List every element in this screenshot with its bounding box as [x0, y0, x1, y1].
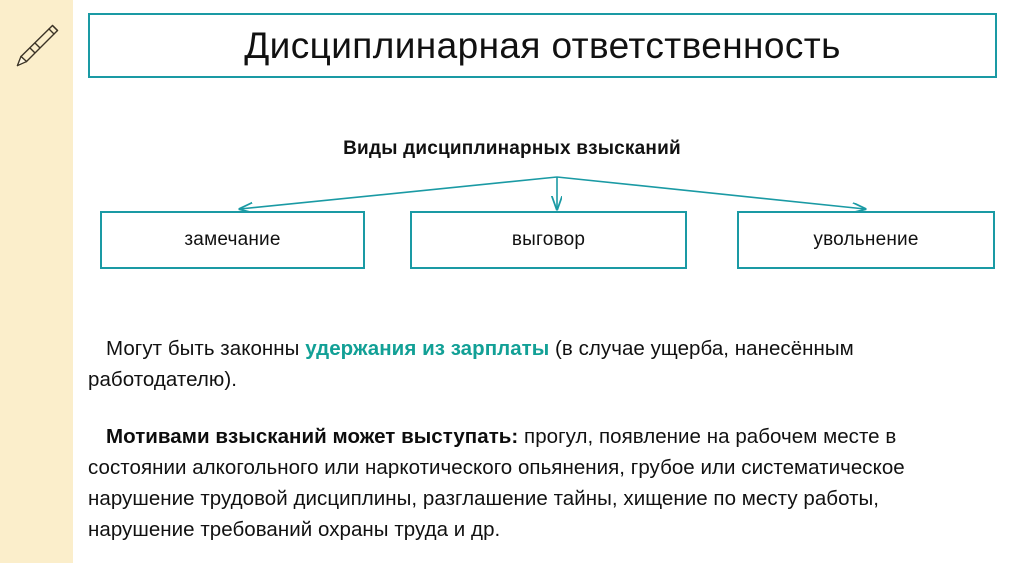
diagram-node-label: выговор: [511, 229, 586, 250]
diagram-node-vygovor[interactable]: выговор: [410, 211, 687, 269]
paragraph-1-tail: (в случае ущерба, нанесённым работодател…: [88, 336, 854, 391]
diagram-node-label: замечание: [184, 229, 281, 250]
paragraph-1-accent: удержания из зарплаты: [305, 336, 550, 360]
pencil-icon: [8, 18, 64, 74]
paragraph-1-lead: Могут быть законны: [106, 336, 306, 360]
diagram-node-label: увольнение: [813, 229, 919, 250]
paragraph-2-lead: Мотивами взысканий может выступать:: [106, 424, 519, 448]
body-copy: Могут быть законны удержания из зарплаты…: [88, 312, 968, 565]
discipline-types-diagram: Виды дисциплинарных взысканий замечание …: [0, 125, 1024, 285]
slide-title-frame: Дисциплинарная ответственность: [88, 13, 997, 78]
sidebar-strip: [0, 0, 73, 563]
paragraph-motives: Мотивами взысканий может выступать: прог…: [88, 421, 968, 545]
diagram-node-uvolnenie[interactable]: увольнение: [737, 211, 995, 269]
page-title: Дисциплинарная ответственность: [244, 25, 841, 66]
diagram-node-zamechanie[interactable]: замечание: [100, 211, 365, 269]
paragraph-2-tail: прогул, появление на рабочем месте в сос…: [88, 424, 905, 541]
diagram-heading: Виды дисциплинарных взысканий: [343, 138, 681, 159]
paragraph-deductions: Могут быть законны удержания из зарплаты…: [88, 333, 968, 395]
